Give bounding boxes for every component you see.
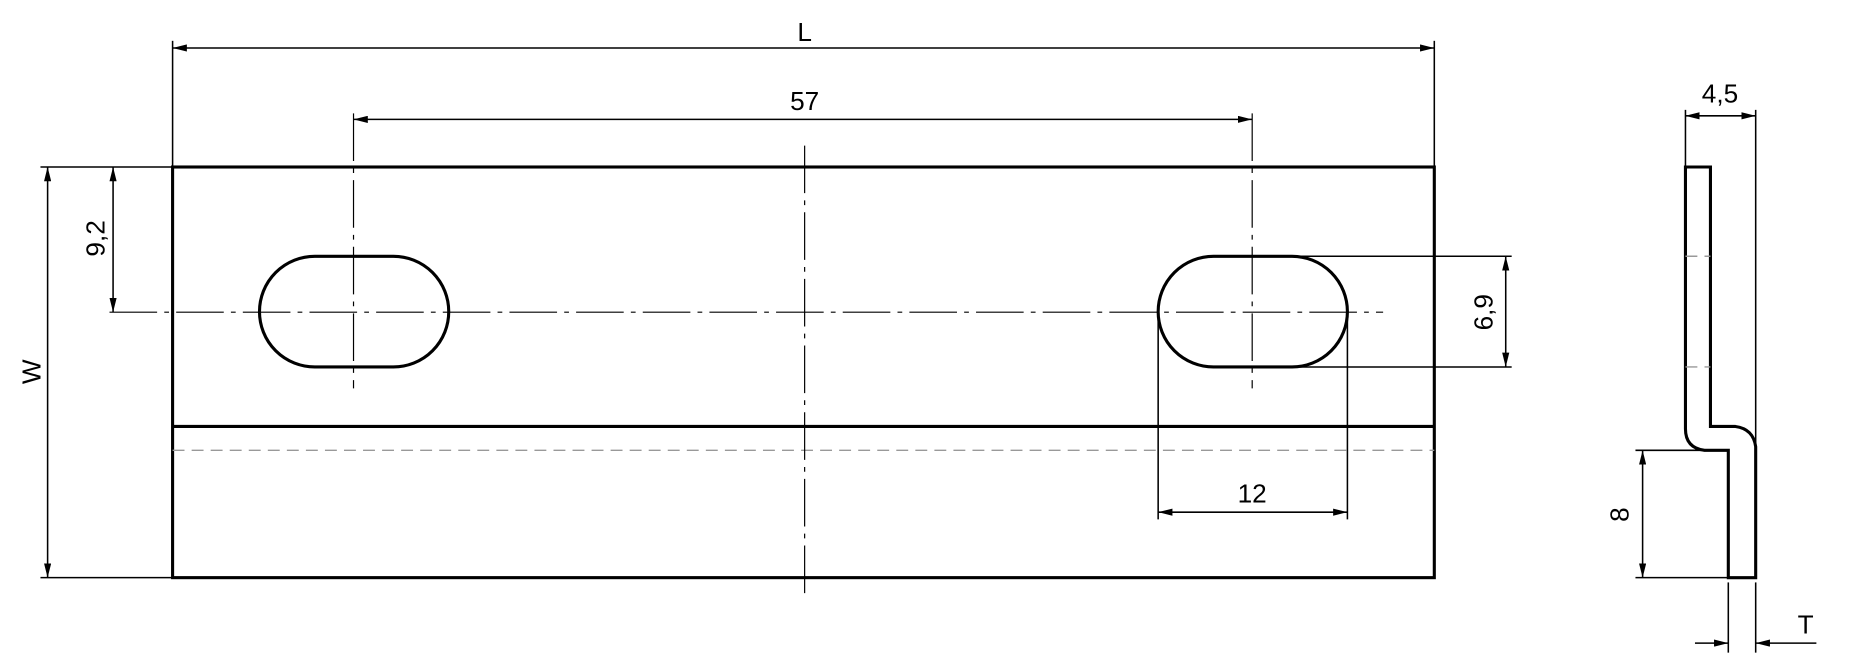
- dimension-width: W: [16, 166, 173, 579]
- side-profile: [1683, 165, 1758, 580]
- dimension-slot-width: 6,9: [1291, 255, 1512, 368]
- width-label: W: [16, 359, 46, 384]
- dimension-depth: 4,5: [1684, 79, 1757, 447]
- slot-length-label: 12: [1238, 479, 1267, 509]
- length-label: L: [797, 17, 812, 47]
- dimension-thickness: T: [1694, 582, 1817, 653]
- front-view: L 57 W 9,2 6,9 12: [16, 17, 1512, 598]
- depth-label: 4,5: [1702, 79, 1738, 109]
- dimension-leg-height: 8: [1604, 449, 1729, 579]
- thickness-label: T: [1798, 610, 1814, 640]
- dimension-slot-length: 12: [1157, 312, 1349, 520]
- dimension-slot-spacing: 57: [353, 86, 1253, 123]
- leg-height-label: 8: [1604, 507, 1634, 522]
- left-slot: [258, 254, 451, 369]
- side-view: 4,5 8 T: [1604, 79, 1817, 653]
- slot-spacing-label: 57: [790, 86, 819, 116]
- dimension-slot-offset: 9,2: [81, 167, 117, 313]
- slot-offset-label: 9,2: [81, 220, 111, 256]
- dimension-length: L: [171, 17, 1436, 168]
- plate-outline: [171, 165, 1436, 580]
- slot-width-label: 6,9: [1469, 294, 1499, 330]
